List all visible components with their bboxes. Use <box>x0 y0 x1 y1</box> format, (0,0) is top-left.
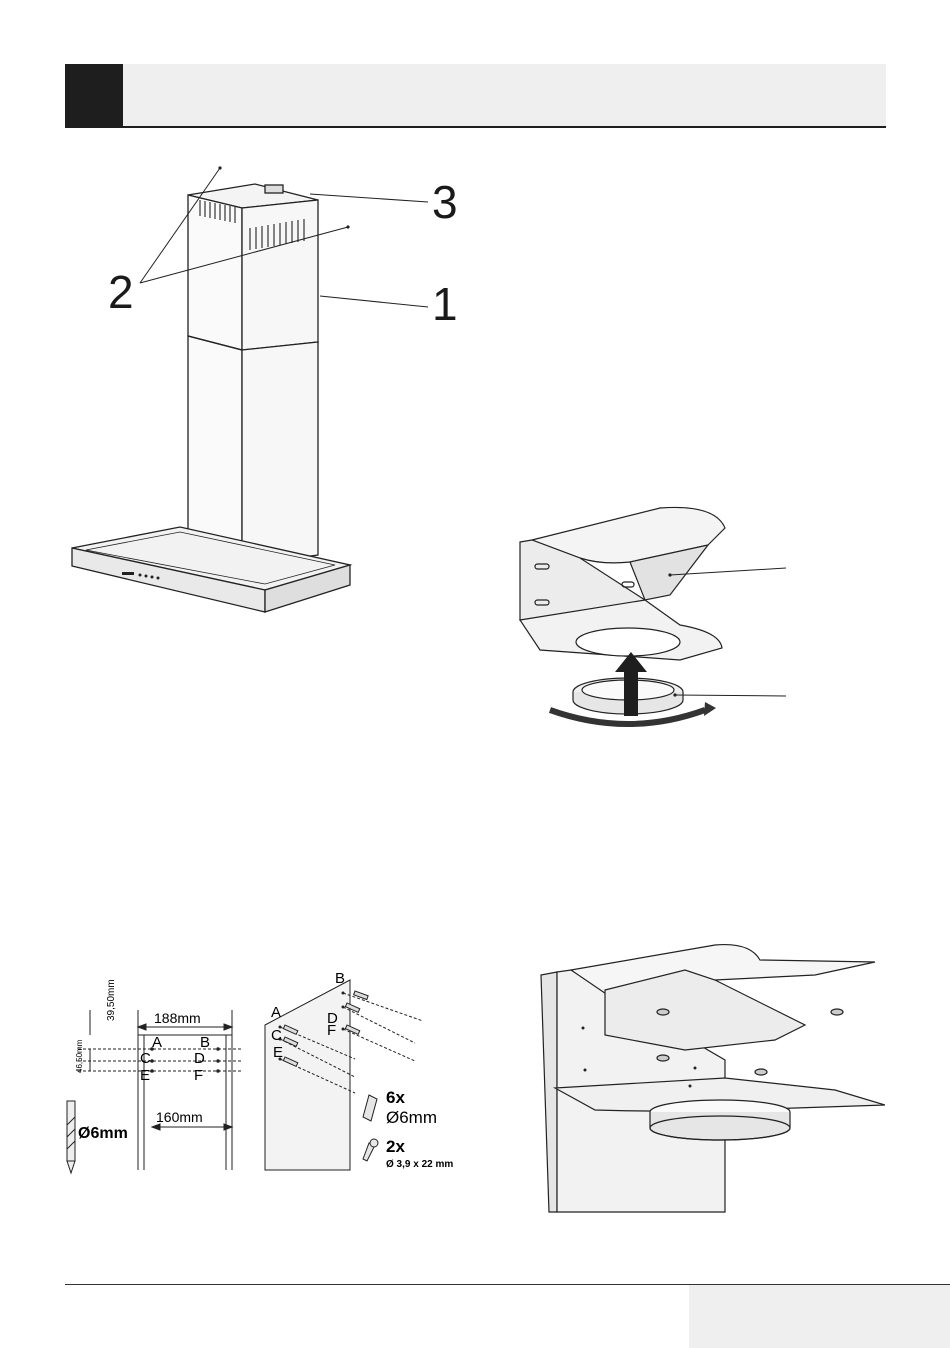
mounted-bracket-illustration <box>535 940 885 1220</box>
dim-46-50mm: 46,50mm <box>75 1039 84 1073</box>
panel-label-a: A <box>271 1004 281 1021</box>
bracket-illustration <box>510 500 800 740</box>
panel-label-e: E <box>273 1044 283 1061</box>
callout-2: 2 <box>108 266 134 318</box>
section-number-block <box>65 64 123 126</box>
hole-label-c: C <box>140 1050 151 1067</box>
dim-39-50mm: 39,50mm <box>106 979 117 1021</box>
panel-label-f: F <box>327 1022 336 1039</box>
dim-160mm: 160mm <box>156 1109 203 1125</box>
bracket-wall-mounted-figure <box>535 940 885 1220</box>
hole-label-b: B <box>200 1034 210 1051</box>
hood-illustration: 3 2 1 <box>60 150 480 630</box>
callout-3: 3 <box>432 176 458 228</box>
dim-188mm: 188mm <box>154 1010 201 1026</box>
panel-label-b: B <box>335 970 345 987</box>
hole-label-e: E <box>140 1067 150 1084</box>
panel-label-c: C <box>271 1027 282 1044</box>
dowel-qty: 6x <box>386 1088 405 1107</box>
footer-page-box <box>689 1285 950 1348</box>
section-header-bar <box>65 64 886 126</box>
wall-panel-fixing-figure: B A D F C E 6x Ø6mm 2x Ø 3,9 x 22 mm <box>255 965 475 1180</box>
hole-label-a: A <box>152 1034 162 1051</box>
drilling-diagram: 39,50mm 188mm 46,50mm 160mm Ø6mm A B C D… <box>60 975 250 1185</box>
header-rule <box>65 126 886 128</box>
panel-diagram: B A D F C E 6x Ø6mm 2x Ø 3,9 x 22 mm <box>255 965 475 1180</box>
callout-1: 1 <box>432 278 458 330</box>
screw-size: Ø 3,9 x 22 mm <box>386 1159 453 1170</box>
screw-qty: 2x <box>386 1137 405 1156</box>
hole-label-f: F <box>194 1067 203 1084</box>
flange-bracket-figure <box>510 500 800 740</box>
drilling-template-figure: 39,50mm 188mm 46,50mm 160mm Ø6mm A B C D… <box>60 975 250 1185</box>
hood-assembly-figure: 3 2 1 <box>60 150 480 630</box>
drill-size-label: Ø6mm <box>78 1125 128 1142</box>
dowel-size: Ø6mm <box>386 1108 437 1127</box>
hole-label-d: D <box>194 1050 205 1067</box>
